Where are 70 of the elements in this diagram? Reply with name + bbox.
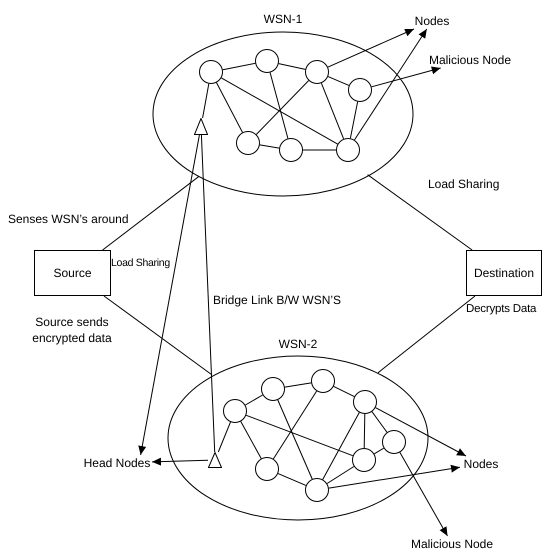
connector-line bbox=[278, 63, 306, 70]
connector-line bbox=[284, 382, 312, 388]
connector-line bbox=[320, 82, 344, 140]
head-node-triangle bbox=[194, 118, 208, 135]
sensor-node-circle bbox=[223, 399, 247, 423]
connector-line bbox=[350, 101, 358, 139]
connector-line bbox=[202, 83, 210, 118]
sensor-node-circle bbox=[382, 430, 406, 454]
node-label: Malicious Node bbox=[428, 52, 512, 68]
connector-line bbox=[246, 414, 354, 456]
sensor-node-circle bbox=[255, 49, 279, 73]
connector-line bbox=[333, 386, 355, 398]
sensor-node-circle bbox=[199, 60, 223, 84]
connector-line bbox=[272, 390, 318, 460]
head-node-triangle bbox=[208, 452, 222, 468]
connector-line bbox=[278, 473, 306, 486]
connector-line bbox=[240, 421, 262, 459]
annotation-text: Load Sharing bbox=[111, 256, 170, 270]
connector-line bbox=[270, 72, 288, 139]
connector-line bbox=[326, 466, 354, 484]
sensor-node-circle bbox=[279, 138, 303, 162]
annotation-text: Load Sharing bbox=[428, 177, 500, 191]
connector-line bbox=[374, 448, 384, 454]
connector-line bbox=[364, 414, 366, 448]
connector-line bbox=[104, 296, 212, 376]
arrow bbox=[138, 134, 200, 456]
sensor-node-circle bbox=[348, 78, 372, 102]
arrow bbox=[328, 28, 414, 68]
sensor-node-circle bbox=[353, 390, 377, 414]
arrow bbox=[375, 407, 466, 456]
node-label: Malicious Node bbox=[410, 536, 494, 552]
arrow bbox=[152, 458, 208, 466]
terminal-box: Source bbox=[34, 250, 111, 296]
node-label: Nodes bbox=[412, 13, 452, 29]
connector-line bbox=[322, 412, 360, 480]
annotation-text: Bridge Link B/W WSN’S bbox=[213, 293, 342, 307]
connector-line bbox=[102, 176, 200, 250]
sensor-node-circle bbox=[305, 60, 329, 84]
connector-line bbox=[372, 411, 388, 433]
sensor-node-circle bbox=[261, 377, 285, 401]
connector-line bbox=[378, 296, 476, 374]
arrow bbox=[399, 452, 448, 536]
arrow bbox=[354, 28, 428, 140]
arrow bbox=[371, 66, 442, 88]
connector-line bbox=[216, 82, 243, 133]
annotation-text: Source sends encrypted data bbox=[31, 314, 113, 346]
annotation-text: Senses WSN’s around bbox=[8, 212, 129, 226]
connector-line bbox=[220, 77, 338, 145]
network-label: WSN-2 bbox=[278, 337, 318, 351]
connector-line bbox=[259, 144, 280, 149]
arrow bbox=[328, 464, 460, 489]
connector-line bbox=[222, 62, 256, 70]
node-label: Nodes bbox=[460, 456, 502, 472]
sensor-node-circle bbox=[336, 138, 360, 162]
terminal-box: Destination bbox=[466, 250, 542, 296]
sensor-node-circle bbox=[311, 369, 335, 393]
node-caption: Decrypts Data bbox=[466, 302, 536, 316]
sensor-node-circle bbox=[305, 478, 329, 502]
sensor-node-circle bbox=[255, 457, 279, 481]
connector-line bbox=[328, 76, 350, 86]
connector-line bbox=[200, 134, 216, 452]
connector-line bbox=[367, 174, 473, 250]
sensor-node-circle bbox=[352, 448, 376, 472]
connector-line bbox=[218, 422, 231, 452]
sensor-node-circle bbox=[236, 131, 260, 155]
network-label: WSN-1 bbox=[264, 12, 302, 26]
connector-line bbox=[244, 394, 264, 406]
node-label: Head Nodes bbox=[82, 455, 152, 471]
connector-line bbox=[256, 80, 310, 135]
connector-line bbox=[277, 400, 313, 480]
